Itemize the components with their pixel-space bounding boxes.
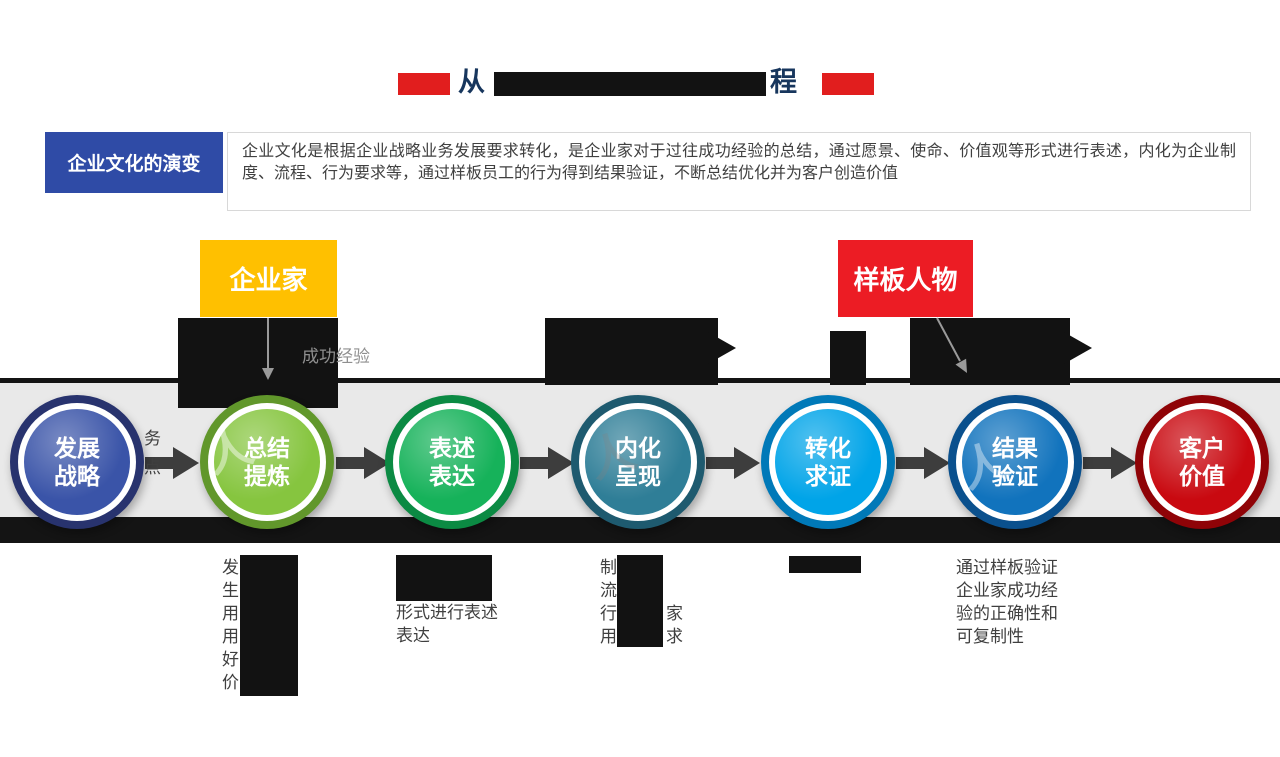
flow-arrow-icon <box>336 447 392 479</box>
step-circle-summary-refine: 总结提炼 <box>200 395 334 529</box>
redacted-block-transform <box>830 331 866 385</box>
redacted-block-entrepreneur <box>178 318 338 408</box>
fragment-focus-top: 务 <box>144 429 161 448</box>
redacted-block-model <box>910 318 1070 385</box>
step-circle-expression: 表述表达 <box>385 395 519 529</box>
title-redaction-bar <box>494 72 766 96</box>
flow-arrow-icon <box>520 447 576 479</box>
note-step2-fragments: 发 生 用 用 好 价 <box>222 558 239 692</box>
flow-arrow-icon <box>145 447 201 479</box>
step-circle-customer-value: 客户价值 <box>1135 395 1269 529</box>
flow-arrow-icon <box>1083 447 1139 479</box>
step-circle-internalization: 内化呈现 <box>571 395 705 529</box>
flow-arrow-icon <box>706 447 762 479</box>
callout-model-person: 样板人物 <box>838 240 973 317</box>
note-step4-fragment-line4: 求 <box>666 627 683 646</box>
step-circle-development-strategy: 发展战略 <box>10 395 144 529</box>
step-circle-result-verification: 结果验证 <box>948 395 1082 529</box>
note-step4-left-fragments: 制 流 行 用 <box>600 558 617 646</box>
redacted-note-step5 <box>789 556 861 573</box>
redacted-note-step4 <box>617 555 663 647</box>
redacted-block-internalize <box>545 318 718 385</box>
diagonal-arrow-icon <box>936 317 967 373</box>
title-accent-left <box>398 73 450 95</box>
intro-description: 企业文化是根据企业战略业务发展要求转化，是企业家对于过往成功经验的总结，通过愿景… <box>227 132 1251 211</box>
fragment-focus-bottom: 点 <box>144 458 161 477</box>
note-step4-fragment-line3: 家 <box>666 604 683 623</box>
note-step6-text: 通过样板验证 企业家成功经 验的正确性和 可复制性 <box>956 558 1058 646</box>
down-arrow-icon <box>262 318 274 380</box>
flow-arrow-icon <box>896 447 952 479</box>
redacted-note-step2 <box>240 555 298 696</box>
title-accent-right <box>822 73 874 95</box>
arrow-head-icon <box>1062 331 1092 365</box>
step-circle-transformation-verify: 转化求证 <box>761 395 895 529</box>
arrow-head-icon <box>706 331 736 365</box>
intro-heading: 企业文化的演变 <box>45 132 223 193</box>
callout-entrepreneur: 企业家 <box>200 240 337 317</box>
redacted-note-step3 <box>396 555 492 601</box>
title-fragment-left: 从 <box>458 67 485 97</box>
label-success-experience: 成功经验 <box>302 347 370 366</box>
title-fragment-right: 程 <box>770 67 797 97</box>
note-step3-fragments: 形式进行表述 表达 <box>396 603 498 645</box>
